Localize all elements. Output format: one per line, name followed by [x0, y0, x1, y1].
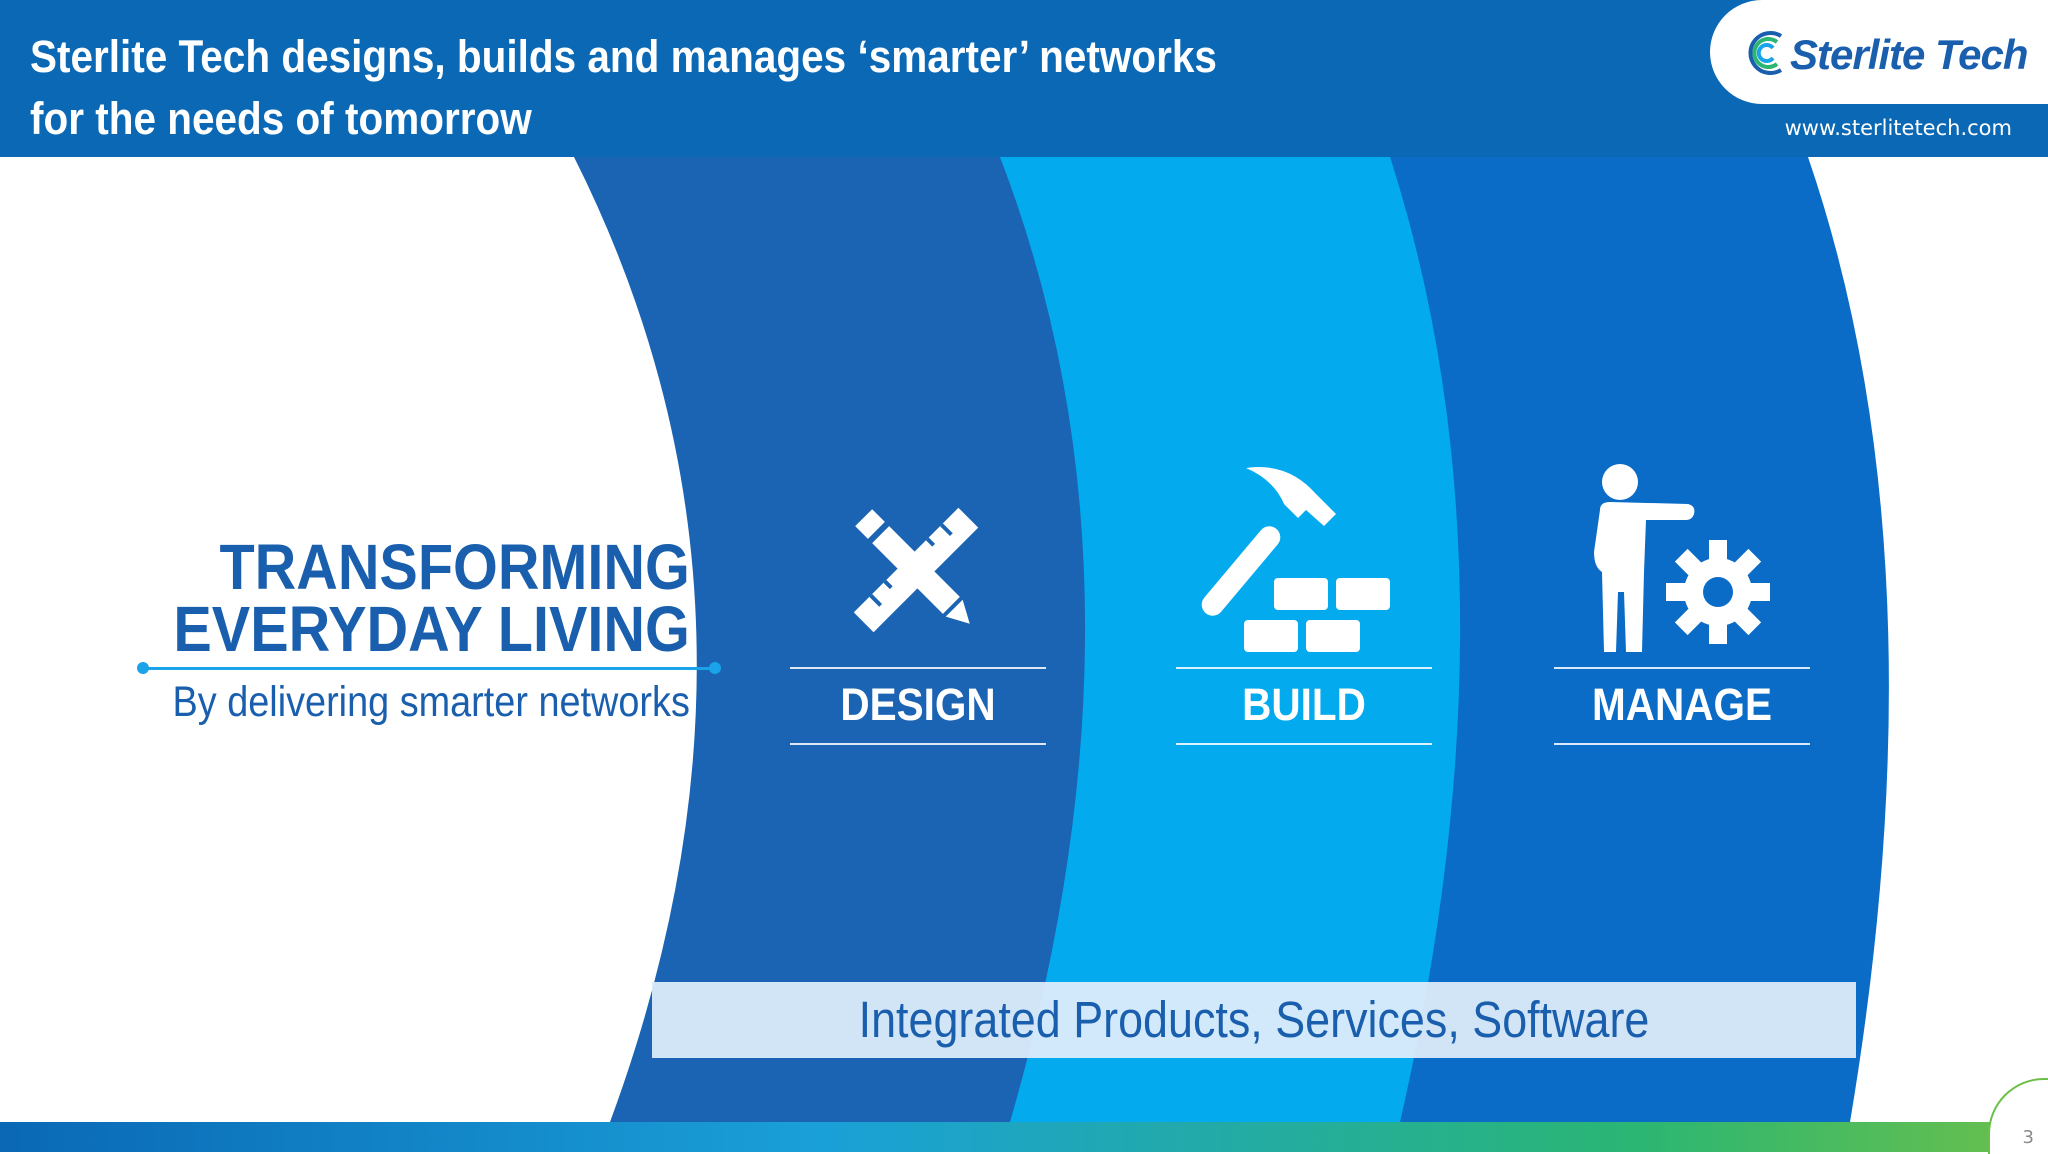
tagline-line-1: TRANSFORMING	[219, 531, 690, 603]
tagline-line-2: EVERYDAY LIVING	[173, 593, 690, 665]
hammer-bricks-icon	[1201, 467, 1390, 652]
logo-container	[1710, 0, 2048, 104]
page-title-line-1: Sterlite Tech designs, builds and manage…	[30, 31, 1217, 82]
offerings-banner-text: Integrated Products, Services, Software	[858, 991, 1650, 1048]
website-url: www.sterlitetech.com	[1784, 116, 2012, 140]
person-gear-icon	[1594, 464, 1770, 652]
page-title-line-2: for the needs of tomorrow	[30, 93, 532, 144]
stage-manage-label: MANAGE	[1592, 679, 1772, 730]
header-bar: Sterlite Tech designs, builds and manage…	[0, 0, 2048, 157]
band-build	[1000, 157, 1461, 1122]
pencil-ruler-icon	[853, 507, 979, 633]
divider-dot-left	[137, 662, 149, 674]
sterlite-logo-icon	[1748, 31, 1783, 75]
tagline-title: TRANSFORMING EVERYDAY LIVING	[173, 531, 690, 665]
stage-manage: MANAGE	[1554, 667, 1810, 745]
divider-dot-right	[709, 662, 721, 674]
footer-gradient-bar	[0, 1122, 2048, 1152]
page-number: 3	[2022, 1127, 2034, 1148]
stage-build-label: BUILD	[1242, 679, 1366, 730]
page-title: Sterlite Tech designs, builds and manage…	[30, 26, 1272, 150]
logo-text: Sterlite Tech	[1790, 31, 2029, 78]
tagline-subtitle: By delivering smarter networks	[172, 678, 690, 726]
band-design	[574, 157, 1086, 1122]
stage-design: DESIGN	[790, 667, 1046, 745]
offerings-banner: Integrated Products, Services, Software	[652, 982, 1856, 1058]
stage-build: BUILD	[1176, 667, 1432, 745]
stage-design-label: DESIGN	[840, 679, 996, 730]
tagline-divider	[140, 667, 716, 670]
